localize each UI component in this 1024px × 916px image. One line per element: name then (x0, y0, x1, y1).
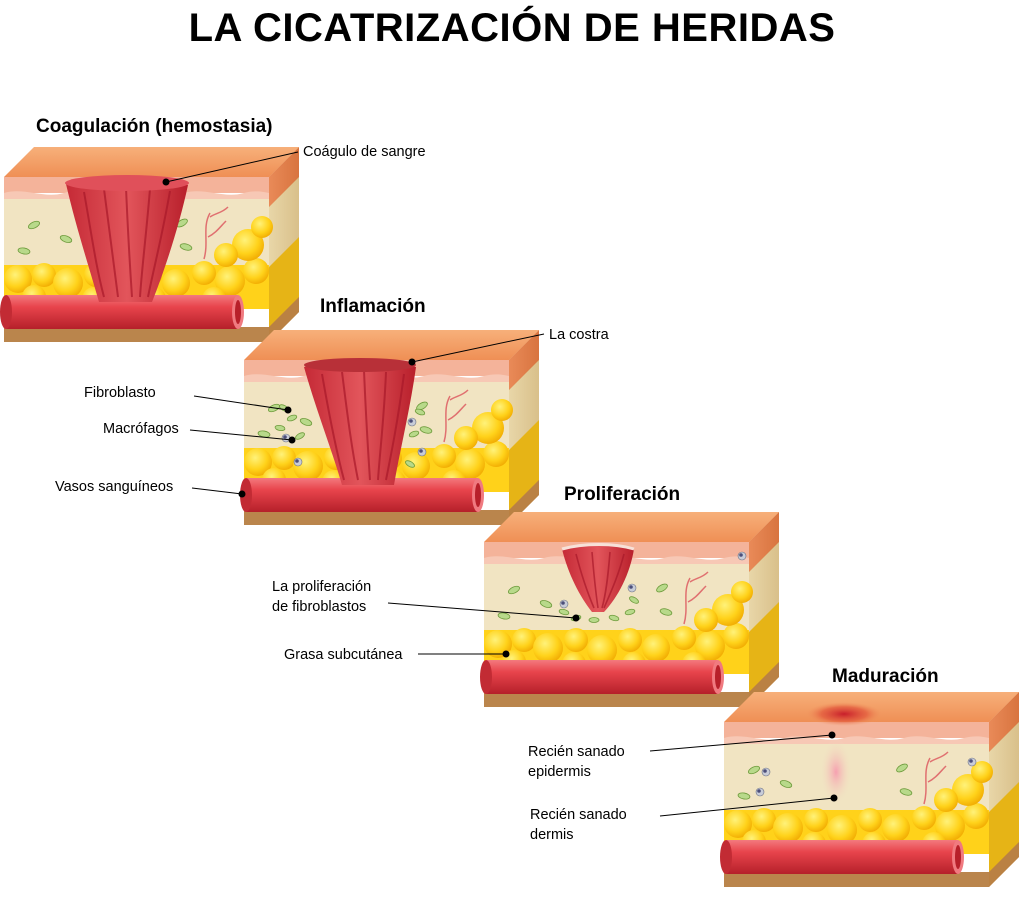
label-recien-dermis: Recién sanado dermis (530, 805, 627, 845)
stage-title-coagulacion: Coagulación (hemostasia) (36, 116, 273, 137)
stage-proliferacion-block (479, 511, 780, 708)
label-prolif-line2: de fibroblastos (272, 599, 367, 615)
stage-title-proliferacion: Proliferación (564, 484, 681, 505)
label-epid-line2: epidermis (528, 764, 591, 780)
page-title: LA CICATRIZACIÓN DE HERIDAS (188, 6, 836, 50)
label-prolif-line1: La proliferación (272, 579, 372, 595)
stage-maduracion-block (719, 691, 1020, 888)
label-derm-line1: Recién sanado (530, 807, 627, 823)
label-macrofagos: Macrófagos (103, 421, 179, 437)
label-epid-line1: Recién sanado (528, 744, 625, 760)
label-fibroblasto: Fibroblasto (84, 385, 156, 401)
stage-title-maduracion: Maduración (832, 666, 939, 687)
label-proliferacion-fibroblastos: La proliferación de fibroblastos (272, 577, 371, 617)
label-coagulo: Coágulo de sangre (303, 144, 426, 160)
label-derm-line2: dermis (530, 827, 574, 843)
label-costra: La costra (549, 327, 609, 343)
stage-title-inflamacion: Inflamación (320, 296, 426, 317)
label-vasos: Vasos sanguíneos (55, 479, 174, 495)
stage-inflamacion-block (239, 329, 540, 526)
label-recien-epidermis: Recién sanado epidermis (528, 742, 625, 782)
label-grasa: Grasa subcutánea (284, 647, 403, 663)
stage-coagulacion-block (0, 146, 300, 343)
